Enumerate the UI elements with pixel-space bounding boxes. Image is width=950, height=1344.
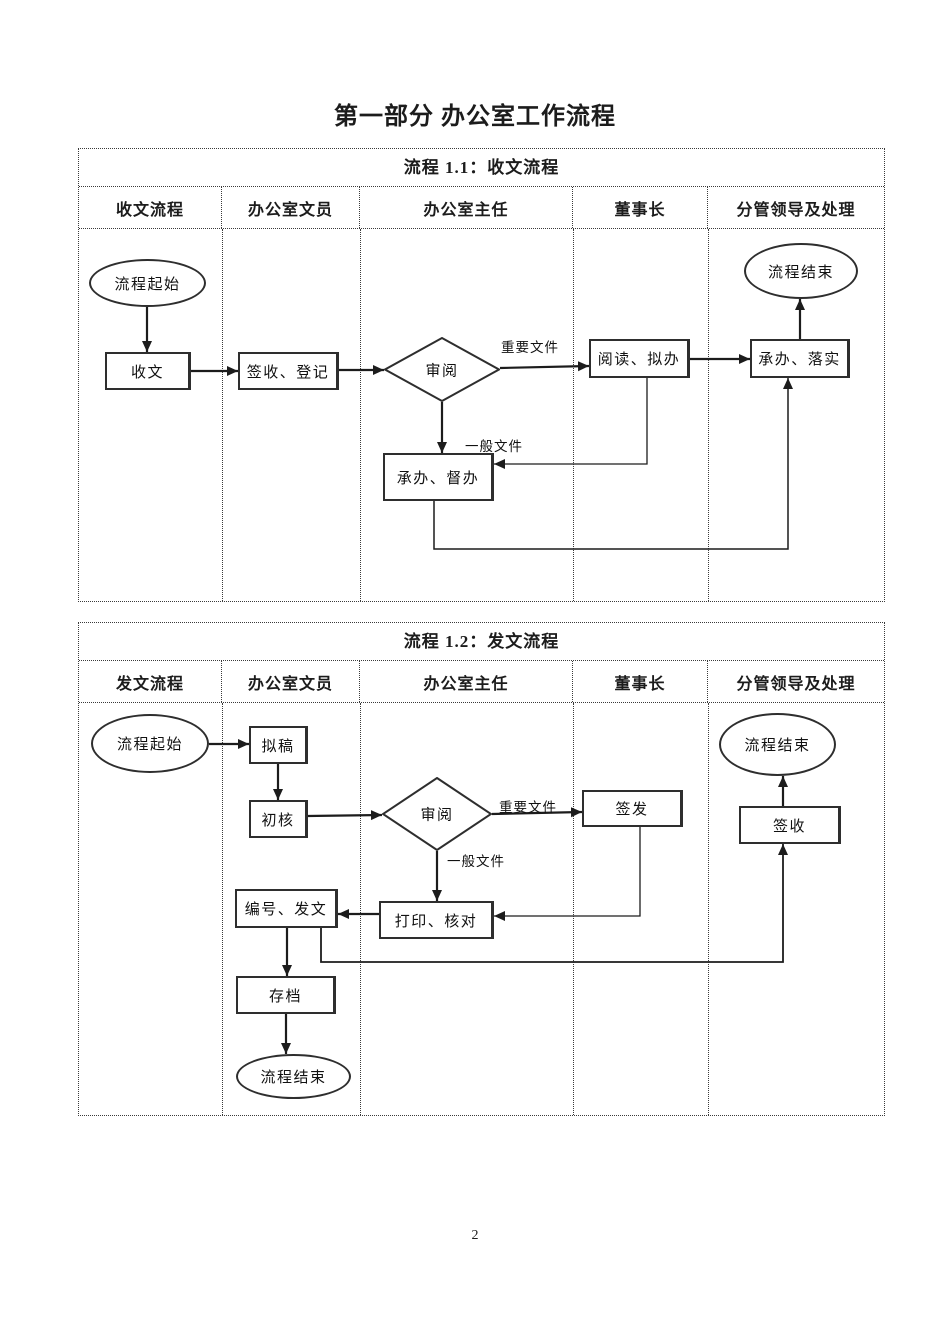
node-label: 打印、核对 <box>394 913 478 930</box>
lane-divider <box>222 229 223 601</box>
lane-divider <box>708 229 709 601</box>
node-label: 编号、发文 <box>244 902 328 918</box>
flow-table-shouwen: 流程 1.1：收文流程 收文流程办公室文员办公室主任董事长 分管领导及处理 流程起… <box>78 148 885 602</box>
flowchart-body: 流程起始收文 签收、登记 审阅 阅读、拟办 承办、落实 流程结束承办、督办 重要文件一般文件 <box>79 229 884 601</box>
flow-node-qianshou: 签收 <box>739 806 841 844</box>
lane-divider <box>573 703 574 1115</box>
edge-label: 重要文件 <box>499 800 557 815</box>
flow-edge-chengban-duban-to-chengban-luoshi <box>433 378 793 550</box>
lane-divider <box>222 703 223 1115</box>
edge-label: 一般文件 <box>465 439 523 454</box>
lane-header-1: 收文流程 <box>79 187 222 228</box>
node-label: 流程起始 <box>116 737 183 753</box>
lane-header-5: 分管领导及处理 <box>736 675 856 693</box>
lane-divider <box>360 703 361 1115</box>
flow-edge-shenyue-to-yuedu-niban <box>499 361 590 372</box>
flow-node-chengban-luoshi: 承办、落实 <box>750 339 850 378</box>
flow-edges <box>209 739 788 1054</box>
page-number: 2 <box>471 1228 479 1243</box>
flow-edge-shenyue-to-qianfa <box>491 807 583 818</box>
flow-node-qianshou-dengji: 签收、登记 <box>238 352 339 390</box>
flow-node-chuhe: 初核 <box>249 800 308 838</box>
node-label: 拟稿 <box>261 738 295 755</box>
node-label: 签收 <box>772 818 806 835</box>
node-label: 签收、登记 <box>246 364 330 381</box>
flow-node-shenyue: 审阅 <box>382 777 492 851</box>
lane-header-5: 分管领导及处理 <box>736 201 856 219</box>
diamond-shape <box>382 777 492 851</box>
node-label: 收文 <box>130 364 164 381</box>
node-label: 承办、督办 <box>396 470 480 487</box>
node-label: 流程结束 <box>260 1070 327 1086</box>
flow-node-bianhao-fawen: 编号、发文 <box>235 889 338 928</box>
flow-node-dayin-hedui: 打印、核对 <box>379 901 494 939</box>
node-label: 签发 <box>615 802 649 818</box>
flow-edges <box>142 299 805 550</box>
table-title: 流程 1.2：发文流程 <box>79 623 884 661</box>
flow-edge-bianhao-fawen-to-qianshou <box>320 844 788 963</box>
lane-header-3: 办公室主任 <box>360 661 573 702</box>
page-title: 第一部分 办公室工作流程 <box>334 104 616 130</box>
flow-node-end-lingdao: 流程结束 <box>719 713 836 776</box>
flow-node-start: 流程起始 <box>89 259 206 307</box>
node-label: 承办、落实 <box>758 352 841 368</box>
lane-divider <box>708 703 709 1115</box>
edge-label: 重要文件 <box>501 340 559 355</box>
flow-node-cundang: 存档 <box>236 976 336 1014</box>
lane-header-3: 办公室主任 <box>360 187 573 228</box>
flowchart-body: 流程起始拟稿初核审阅签发打印、核对编号、发文存档流程结束签收流程结束重要文件一般… <box>79 703 884 1115</box>
flow-node-nigao: 拟稿 <box>249 726 308 764</box>
flow-edge-chuhe-to-shenyue <box>307 810 383 821</box>
node-label: 审阅 <box>425 363 459 379</box>
diamond-shape <box>384 337 500 402</box>
node-label: 流程起始 <box>114 276 181 293</box>
flow-node-shenyue: 审阅 <box>384 337 500 402</box>
lane-header-1: 发文流程 <box>79 661 222 702</box>
flow-node-qianfa: 签发 <box>582 790 683 827</box>
node-label: 阅读、拟办 <box>597 352 681 368</box>
lane-header-4: 董事长 <box>573 661 708 702</box>
flow-node-shouwen: 收文 <box>105 352 191 390</box>
flow-node-start: 流程起始 <box>91 714 209 773</box>
lane-divider <box>573 229 574 601</box>
lane-header-2: 办公室文员 <box>222 187 360 228</box>
lane-headers: 收文流程办公室文员办公室主任董事长 分管领导及处理 <box>79 187 884 229</box>
node-label: 流程结束 <box>767 264 834 281</box>
lane-header-4: 董事长 <box>573 187 708 228</box>
flow-node-chengban-duban: 承办、督办 <box>383 453 494 501</box>
flow-node-end: 流程结束 <box>744 243 858 299</box>
lane-divider <box>360 229 361 601</box>
flow-edge-qianfa-to-dayin-hedui <box>494 827 641 921</box>
node-label: 流程结束 <box>744 738 811 754</box>
lane-header-2: 办公室文员 <box>222 661 360 702</box>
table-title: 流程 1.1：收文流程 <box>79 149 884 187</box>
flow-node-yuedu-niban: 阅读、拟办 <box>589 339 690 378</box>
lane-headers: 发文流程办公室文员办公室主任董事长 分管领导及处理 <box>79 661 884 703</box>
node-label: 存档 <box>268 988 302 1005</box>
flow-node-end-wenyuan: 流程结束 <box>236 1054 351 1099</box>
flow-edge-yuedu-niban-to-chengban-duban <box>494 378 648 469</box>
flow-table-fawen: 流程 1.2：发文流程 发文流程办公室文员办公室主任董事长 分管领导及处理 流程起… <box>78 622 885 1116</box>
node-label: 初核 <box>261 812 295 829</box>
node-label: 审阅 <box>420 807 454 824</box>
edge-label: 一般文件 <box>447 854 505 869</box>
